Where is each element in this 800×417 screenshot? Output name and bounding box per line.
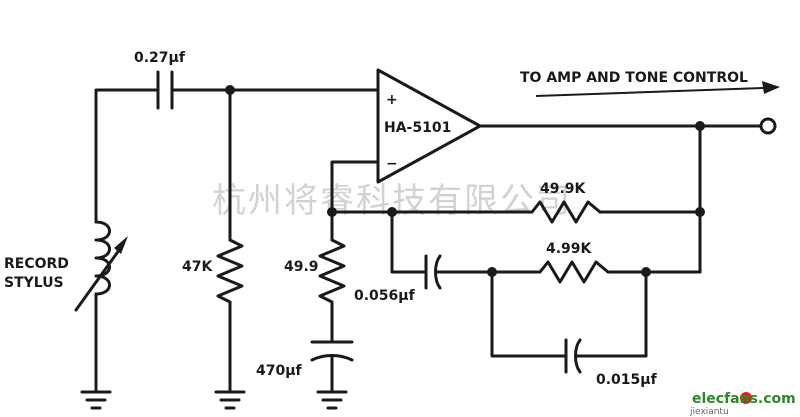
resistor-49-9k (390, 124, 702, 274)
resistor-47k (216, 88, 244, 394)
record-stylus-coil (74, 203, 128, 314)
output-terminal (698, 117, 777, 135)
ground-symbol-47k (214, 390, 246, 410)
resistor-49-9 (318, 210, 346, 344)
resistor-4-99k (538, 260, 702, 284)
r49-9k-label: 49.9K (540, 181, 587, 197)
capacitor-470 (310, 340, 354, 394)
ground-symbol-470 (316, 390, 348, 410)
junction-dot-feedback-right (695, 207, 705, 217)
site-logo: elecfans.com jiexiantu (689, 391, 796, 417)
c0056-label: 0.056μf (354, 288, 416, 304)
capacitor-0056 (390, 210, 542, 290)
op-amp-plus-sign: + (386, 92, 398, 108)
inverting-input-wiring (330, 160, 394, 214)
output-arrow-icon (535, 81, 780, 97)
r49-9-label: 49.9 (284, 259, 319, 275)
input-wiring (94, 88, 380, 394)
logo-text: elecfans.com (692, 391, 796, 407)
output-label: TO AMP AND TONE CONTROL (520, 70, 748, 86)
junction-dot-input (225, 85, 235, 95)
c470-label: 470μf (256, 363, 303, 379)
stylus-label-line2: STYLUS (4, 275, 64, 291)
r4-99k-label: 4.99K (546, 241, 593, 257)
r47k-label: 47K (182, 259, 213, 275)
op-amp-label: HA-5101 (384, 120, 451, 136)
capacitor-0015 (490, 270, 648, 374)
logo-subtext: jiexiantu (689, 407, 729, 417)
input-cap-label: 0.27μf (134, 50, 186, 66)
op-amp-minus-sign: − (386, 156, 398, 172)
op-amp-ha5101 (376, 68, 702, 184)
input-coupling-capacitor (156, 70, 174, 110)
c0015-label: 0.015μf (596, 372, 658, 388)
ground-symbol-stylus (80, 390, 112, 410)
stylus-label-line1: RECORD (4, 256, 69, 272)
